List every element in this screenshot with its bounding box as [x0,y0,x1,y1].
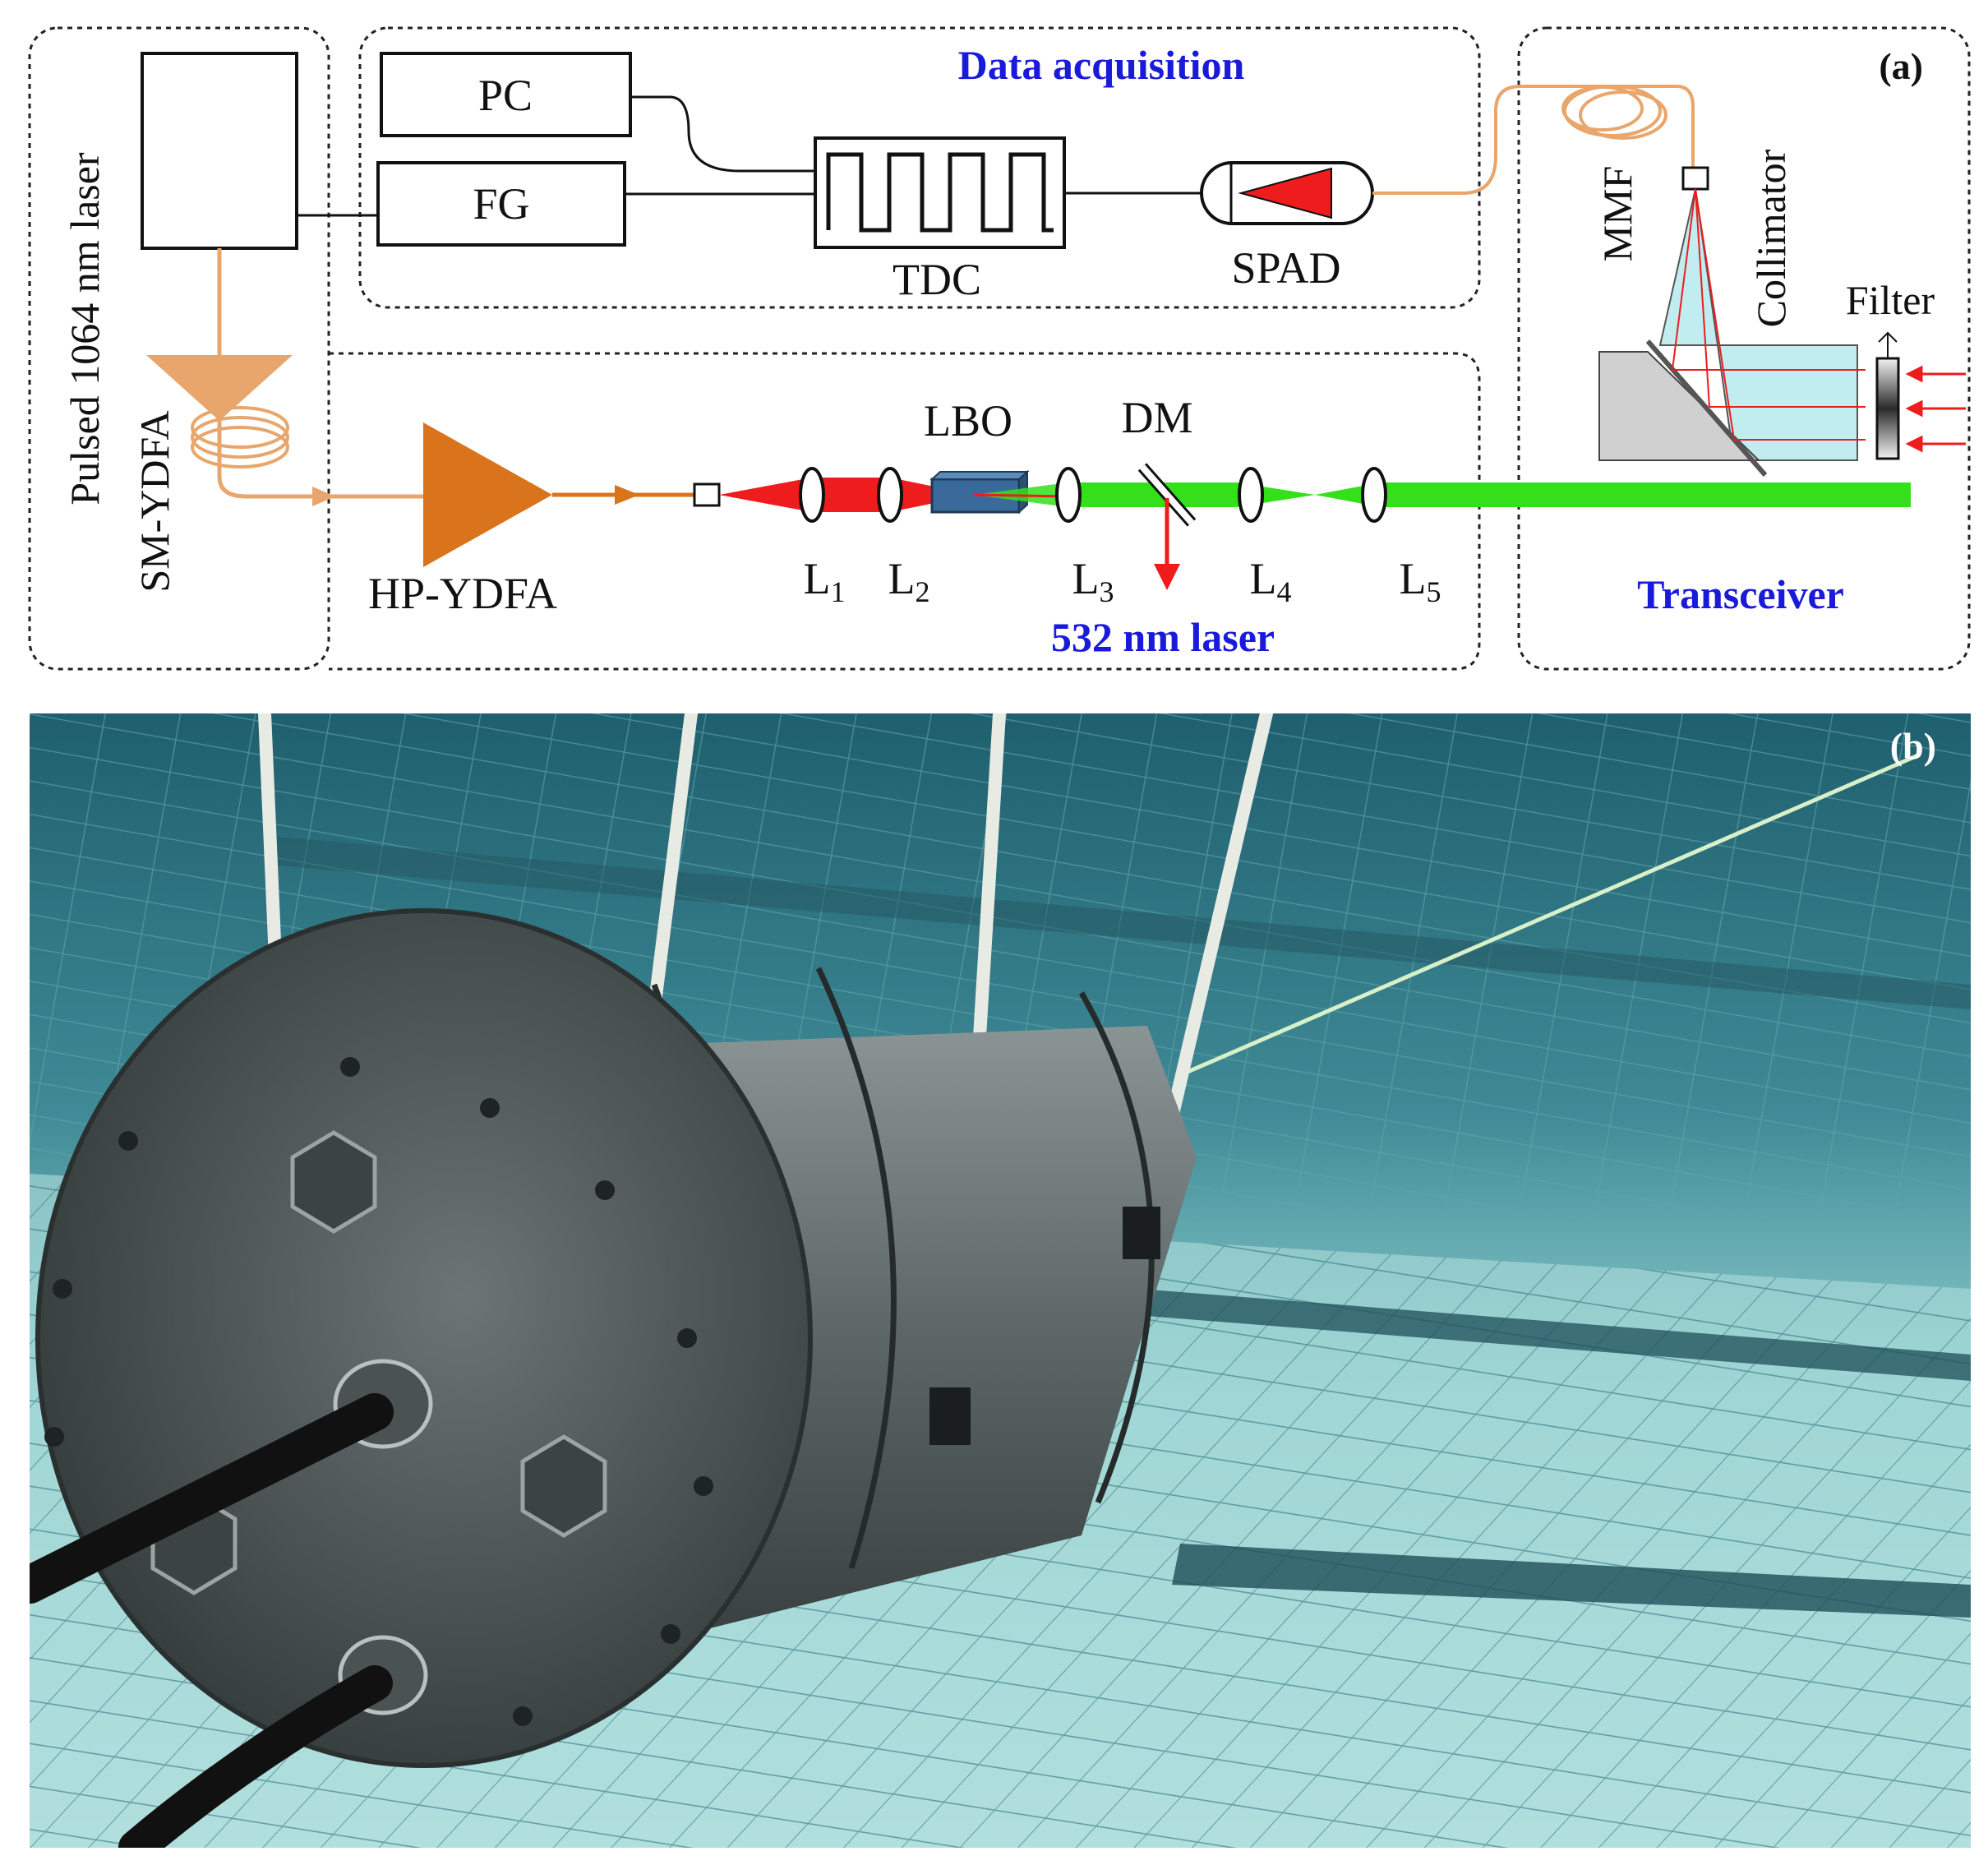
tdc-label: TDC [893,255,981,304]
signal-cable-1 [30,1393,394,1604]
panel-b-label: (b) [1890,725,1936,767]
transceiver-group-outline [1517,26,1971,671]
return-ray-1 [1672,188,1696,371]
tdc-pulse-train-icon [826,152,1054,233]
collimator-mirror [1645,339,1768,477]
housing-seam-2 [815,967,897,1570]
seed-laser-label: Pulsed 1064 nm laser [62,152,108,505]
green-laser-label: 532 nm laser [1051,614,1275,660]
dumped-ir-arrow [1154,564,1180,590]
collimator-label: Collimator [1748,149,1794,327]
filter-element [1875,357,1900,460]
laser-source-group-outline [28,26,330,671]
fg-label: FG [473,179,529,229]
lens-l4 [1238,467,1264,523]
lens-l2 [877,467,903,523]
pc-to-tdc-wire [630,95,814,173]
dm-label: DM [1121,393,1192,442]
spad-detector-icon [1238,167,1332,219]
multimode-fiber [1372,85,1695,195]
hp-ydfa-output-arrow [615,485,639,505]
end-cap-bolt-holes [44,1057,713,1726]
sm-ydfa-output-arrow [312,487,335,506]
collimator-cone [1658,188,1858,461]
filter-pointer-arrow [1878,331,1898,343]
pc-box [380,52,632,137]
lens-l4-label: L4 [1250,554,1292,608]
lbo-label: LBO [924,396,1012,445]
fg-box [376,161,626,247]
hp-ydfa-label: HP-YDFA [368,569,557,618]
sm-ydfa-amplifier-icon [146,355,293,421]
lens-l5-label: L5 [1400,554,1441,608]
lens-l3-label: L3 [1072,554,1114,608]
spad-label: SPAD [1231,243,1340,293]
laser-beam [1179,752,1921,1078]
transmitter-group-outline [329,352,1481,671]
lens-l5 [1361,467,1387,523]
transceiver-label: Transceiver [1637,571,1844,617]
incoming-echo-arrows [1905,365,1966,453]
lens-l1-label: L1 [804,554,846,608]
data-acquisition-group-outline [358,26,1481,309]
return-ray-3 [1695,188,1735,441]
data-acquisition-label: Data acquisition [958,42,1245,88]
fiber-coil-3 [1561,85,1644,132]
lens-l1 [799,467,825,523]
collimator-mirror-mount [1598,351,1761,461]
hp-ydfa-amplifier-icon [423,422,552,567]
lens-l2-label: L2 [888,554,930,608]
mmf-label: MMF [1594,166,1640,262]
sm-ydfa-label: SM-YDFA [131,410,178,592]
dichroic-mirror-face [1140,464,1194,525]
signal-cable-2 [118,1665,393,1848]
lens-l3 [1055,467,1082,523]
seed-laser-box [141,52,298,250]
sm-ydfa-output-fiber [217,421,427,499]
rope-clamps [929,1207,1160,1445]
lbo-crystal-top-face [929,471,1030,480]
fiber-coil-2 [1579,90,1667,140]
sm-ydfa-fiber-coil [191,406,289,469]
fiber-ferrule [1681,166,1709,191]
filter-label: Filter [1846,277,1935,323]
schematic-panel: Data acquisition Transceiver 532 nm lase… [28,26,1971,671]
underwater-photo-panel: (b) [30,713,1971,1848]
collimator-port [693,482,721,507]
lane-line-1 [1114,1289,1971,1381]
lane-line-2 [1172,1544,1971,1618]
ir-beam-expanding [719,478,812,512]
panel-a-label: (a) [1879,45,1923,87]
lane-line-3 [276,837,1971,1009]
pc-label: PC [478,71,533,120]
green-beam-output [1381,482,1911,507]
